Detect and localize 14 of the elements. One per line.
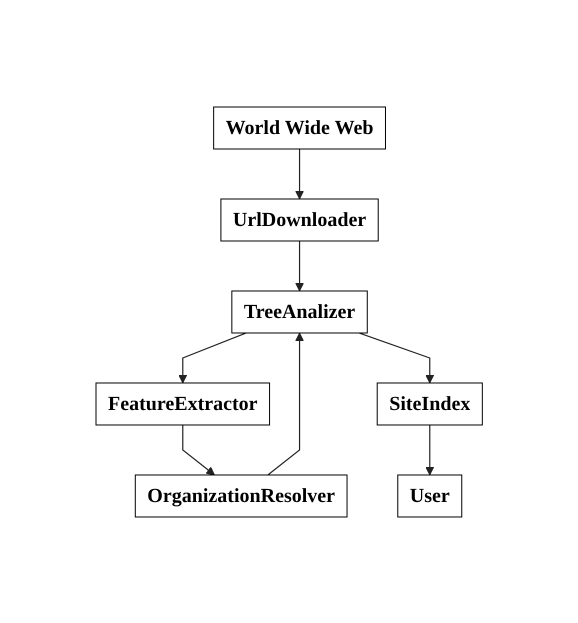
node-box: World Wide Web bbox=[212, 106, 386, 149]
arrow bbox=[182, 424, 215, 475]
node-box: User bbox=[397, 474, 462, 517]
node-box: SiteIndex bbox=[376, 382, 483, 425]
node-box: TreeAnalizer bbox=[231, 290, 368, 333]
node-box: FeatureExtractor bbox=[95, 382, 270, 425]
arrow bbox=[178, 332, 246, 383]
arrow bbox=[267, 332, 304, 475]
arrow bbox=[358, 332, 434, 383]
arrow bbox=[294, 240, 304, 291]
arrow bbox=[294, 148, 304, 199]
node-box: OrganizationResolver bbox=[134, 474, 348, 517]
node-box: UrlDownloader bbox=[220, 198, 379, 241]
arrow bbox=[425, 424, 434, 475]
